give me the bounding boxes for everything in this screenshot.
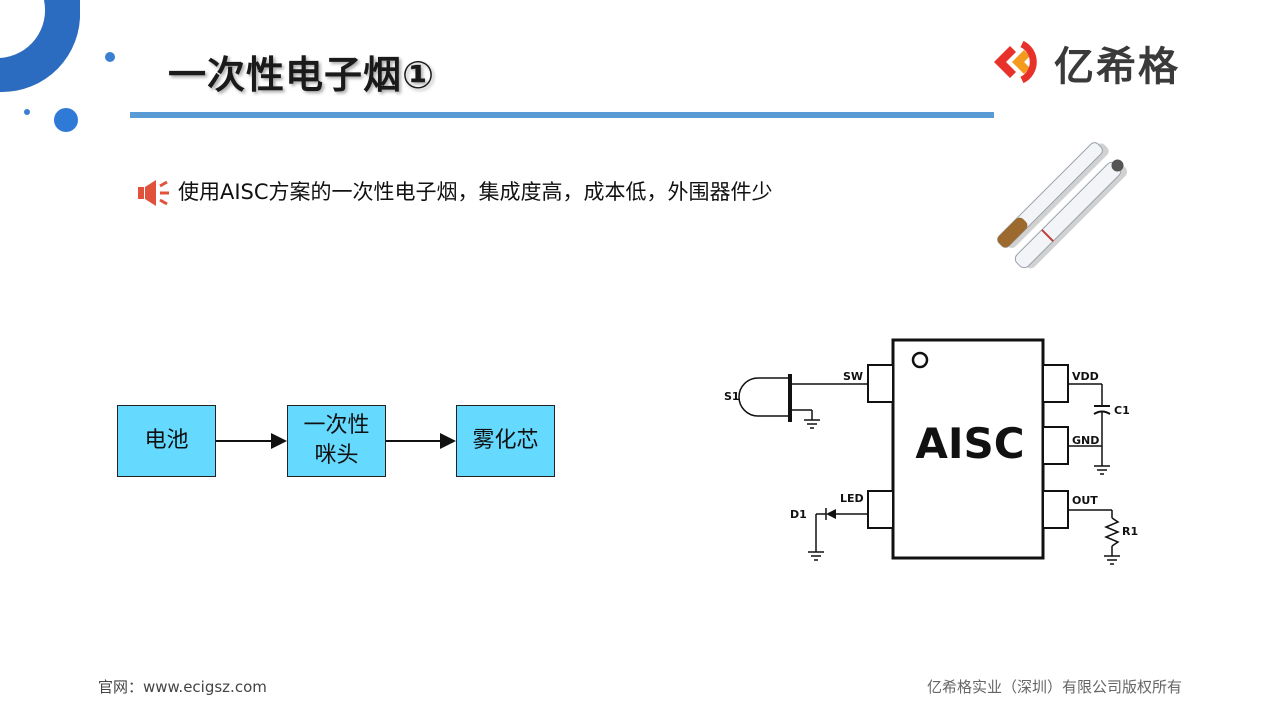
chip-pin1-marker	[911, 351, 929, 369]
pin-out	[1042, 490, 1069, 529]
label-d1: D1	[790, 508, 807, 521]
label-r1: R1	[1122, 525, 1138, 538]
decorative-dot-tiny	[24, 109, 30, 115]
pin-label-out: OUT	[1072, 494, 1098, 507]
page-title: 一次性电子烟①	[168, 53, 436, 97]
bullet-text: 使用AISC方案的一次性电子烟，集成度高，成本低，外围器件少	[178, 180, 773, 204]
flow-box-battery: 电池	[117, 405, 216, 477]
title-underline	[130, 112, 994, 118]
circuit-schematic: AISC SW LED VDD GND OUT S1 C1 D1 R1	[724, 338, 1138, 565]
brand-logo-icon	[994, 40, 1037, 84]
label-c1: C1	[1114, 404, 1130, 417]
chip-label: AISC	[915, 419, 1024, 468]
decorative-arc	[0, 0, 81, 93]
pin-gnd	[1042, 426, 1069, 465]
brand-name: 亿希格	[1054, 44, 1180, 90]
decorative-circles	[0, 0, 115, 132]
pin-label-led: LED	[840, 492, 864, 505]
pin-label-gnd: GND	[1072, 434, 1099, 447]
footer-website: 官网：www.ecigsz.com	[98, 678, 267, 696]
pin-vdd	[1042, 364, 1069, 403]
decorative-dot-large	[54, 108, 78, 132]
flow-box-label: 一次性 咪头	[303, 413, 370, 468]
flow-box-label: 电池	[144, 428, 189, 453]
label-s1: S1	[724, 390, 740, 403]
footer-copyright: 亿希格实业（深圳）有限公司版权所有	[926, 678, 1182, 696]
decorative-dot-small	[105, 52, 115, 62]
pin-led	[867, 490, 894, 529]
pin-sw	[867, 364, 894, 403]
flow-box-sensor: 一次性 咪头	[287, 405, 386, 477]
pin-label-sw: SW	[843, 370, 863, 383]
pin-label-vdd: VDD	[1072, 370, 1099, 383]
e-cigarette-image	[997, 142, 1128, 269]
speaker-icon	[138, 180, 169, 206]
flow-box-atomizer: 雾化芯	[456, 405, 555, 477]
flow-box-label: 雾化芯	[472, 428, 539, 453]
